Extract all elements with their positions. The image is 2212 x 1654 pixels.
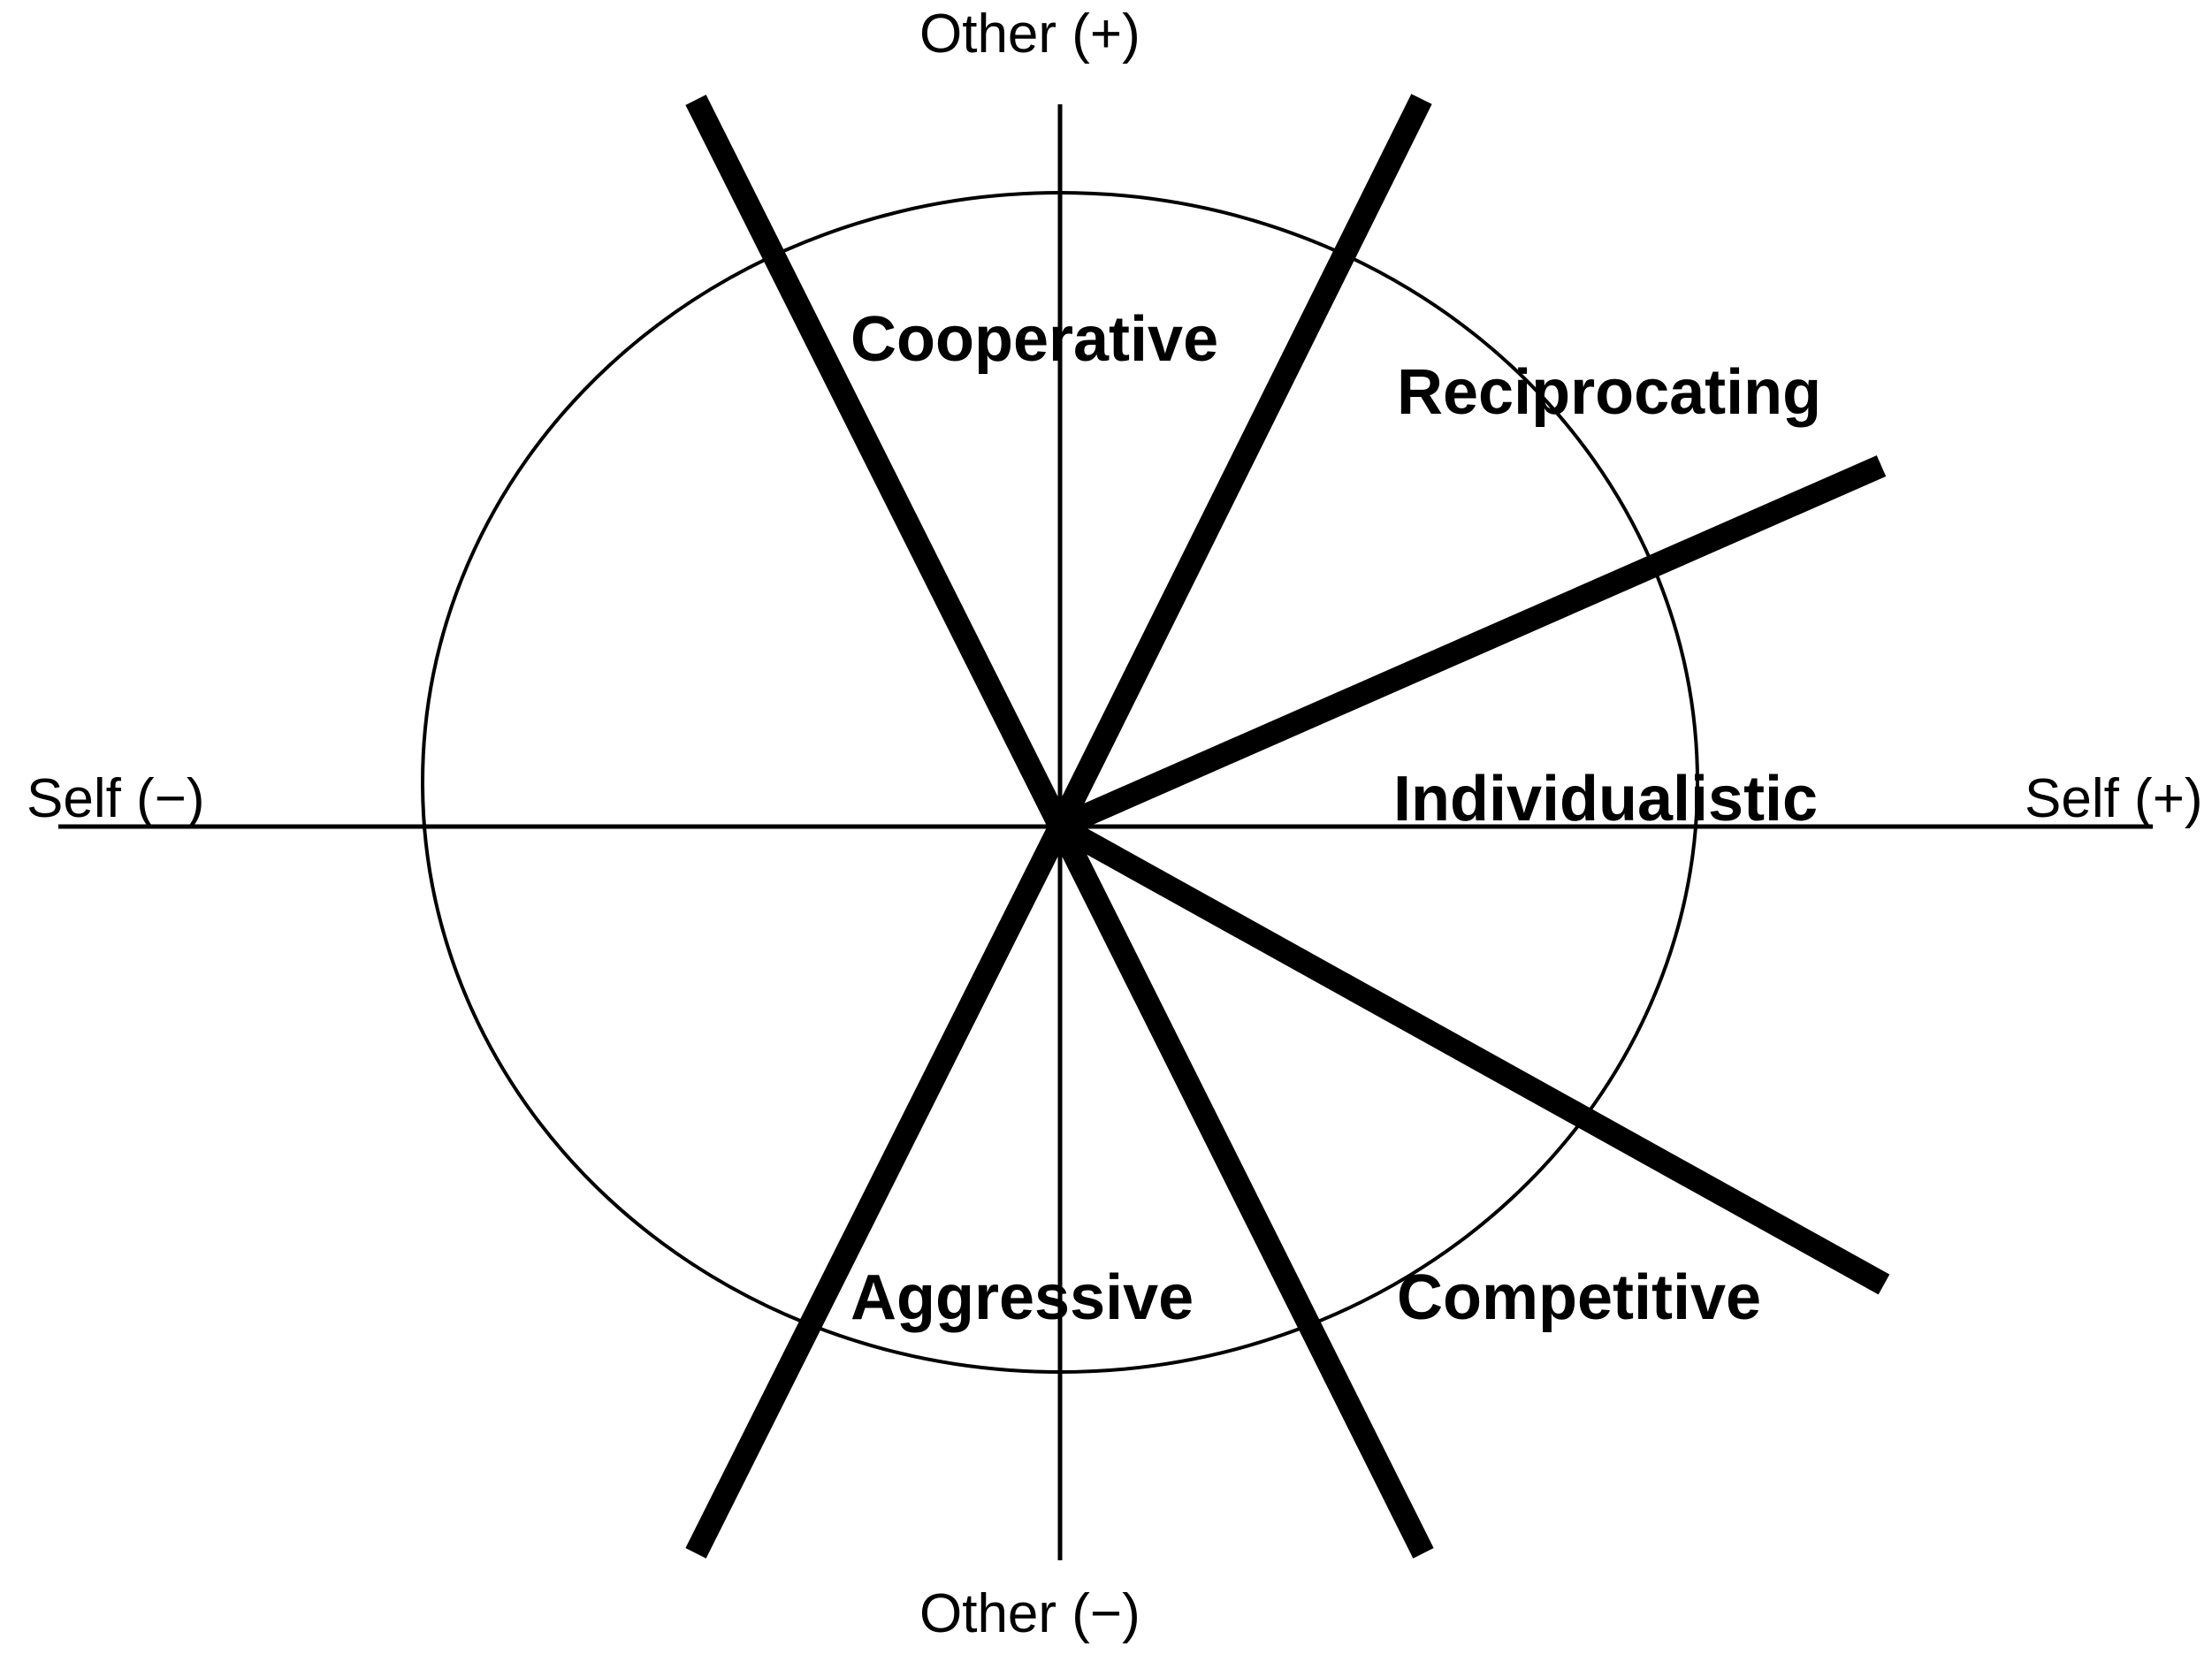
axis-label-other-positive: Other (+): [919, 4, 1140, 65]
ray-reciprocating-right: [1055, 455, 1887, 837]
ray-aggressive-lower-left: [685, 821, 1071, 1559]
region-label-individualistic: Individualistic: [1393, 764, 1819, 835]
ray-individualistic-lower: [1054, 816, 1890, 1295]
ray-cooperative-upper-right: [1049, 94, 1432, 832]
axis-label-self-positive: Self (+): [2025, 768, 2203, 829]
region-label-reciprocating: Reciprocating: [1397, 357, 1822, 428]
axis-label-other-negative: Other (−): [919, 1583, 1140, 1644]
region-label-aggressive: Aggressive: [850, 1262, 1194, 1333]
axis-label-self-negative: Self (−): [27, 768, 205, 829]
region-label-competitive: Competitive: [1397, 1262, 1762, 1333]
ray-competitive-lower: [1049, 821, 1434, 1559]
ray-cooperative-upper-left: [685, 95, 1071, 832]
region-label-cooperative: Cooperative: [850, 304, 1219, 375]
